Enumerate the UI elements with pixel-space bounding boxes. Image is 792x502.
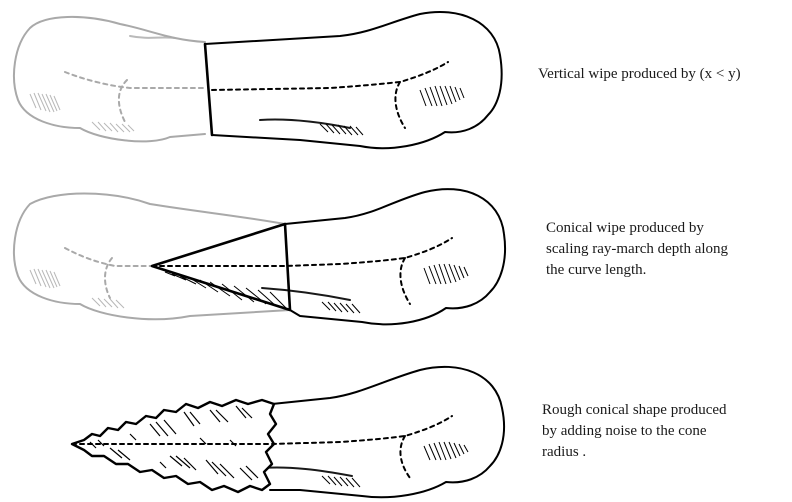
caption-vertical-wipe: Vertical wipe produced by (x < y) <box>538 64 741 85</box>
bone-visible-part <box>262 367 504 497</box>
panel-rough-conical: Rough conical shape produced by adding n… <box>0 352 792 502</box>
bone-visible-part <box>205 12 502 148</box>
bone-hatching <box>322 264 468 313</box>
bone-conical-wipe-drawing <box>0 176 520 336</box>
panel-vertical-wipe: Vertical wipe produced by (x < y) <box>0 0 792 160</box>
caption-rough-conical: Rough conical shape produced by adding n… <box>542 400 727 463</box>
bone-dashed-axis <box>152 238 452 304</box>
rough-cone-shape <box>72 400 276 492</box>
caption-conical-wipe: Conical wipe produced by scaling ray-mar… <box>546 218 728 281</box>
bone-hatching <box>320 86 464 135</box>
panel-conical-wipe: Conical wipe produced by scaling ray-mar… <box>0 176 792 336</box>
cone-wipe-shape <box>152 224 290 310</box>
bone-ghost-dashed-axis <box>65 72 205 122</box>
bone-vertical-wipe-drawing <box>0 0 520 160</box>
bone-ghost-part <box>14 194 290 320</box>
bone-visible-part <box>262 189 505 324</box>
bone-ghost-hatching <box>30 269 124 308</box>
bone-dashed-axis <box>212 62 448 128</box>
bone-hatching <box>322 442 468 487</box>
bone-rough-cone-drawing <box>0 352 520 502</box>
bone-ghost-hatching <box>30 93 134 132</box>
bone-ghost-dashed-axis <box>65 248 152 298</box>
bone-ghost-part <box>14 17 205 141</box>
